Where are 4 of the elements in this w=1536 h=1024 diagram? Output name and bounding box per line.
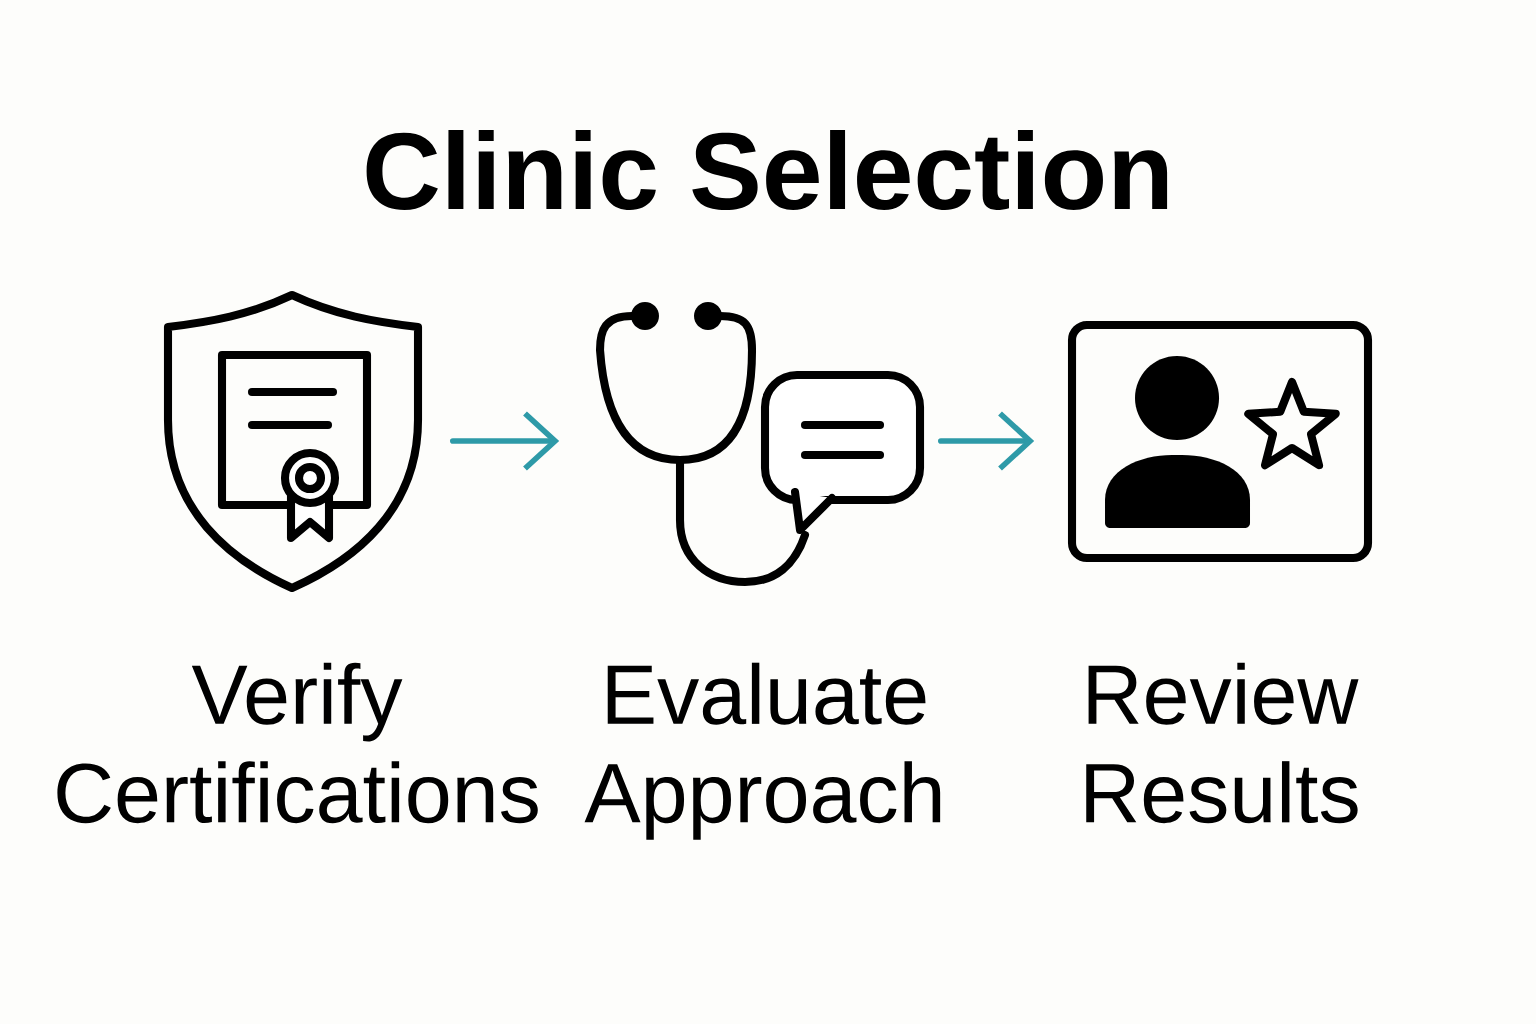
step-label: Verify Certifications	[57, 662, 538, 824]
title: Clinic Selection	[366, 129, 1168, 210]
step-label: Review Results	[1086, 662, 1359, 824]
step-label: Evaluate Approach	[584, 662, 941, 840]
